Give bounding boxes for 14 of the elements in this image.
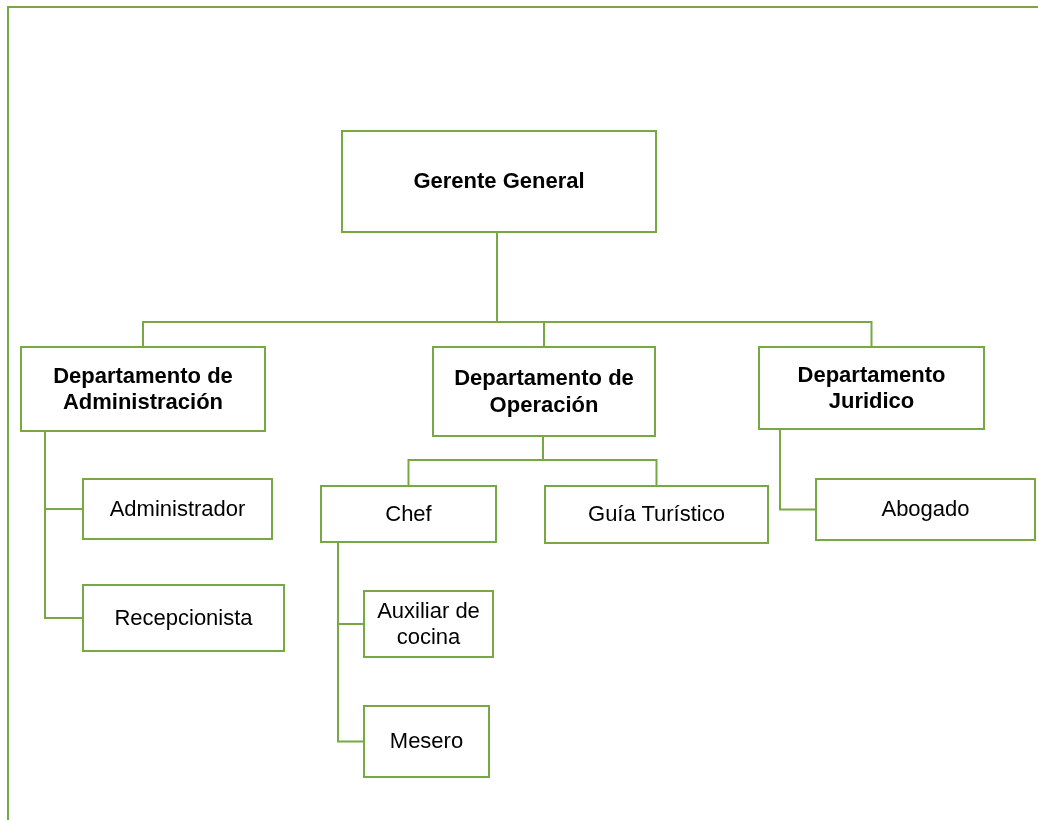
position-box: Mesero — [363, 705, 490, 778]
connector-line — [44, 431, 83, 619]
department-box: Departamento de Administración — [20, 346, 266, 432]
position-box: Recepcionista — [82, 584, 285, 652]
position-box: Gerente General — [341, 130, 657, 233]
department-box: Departamento de Operación — [432, 346, 656, 437]
connector-line — [337, 542, 364, 743]
position-box: Chef — [320, 485, 497, 543]
position-box: Administrador — [82, 478, 273, 540]
position-box: Abogado — [815, 478, 1036, 541]
department-box: Departamento Juridico — [758, 346, 985, 430]
position-box: Guía Turístico — [544, 485, 769, 544]
connector-line — [779, 429, 816, 511]
position-box: Auxiliar de cocina — [363, 590, 494, 658]
